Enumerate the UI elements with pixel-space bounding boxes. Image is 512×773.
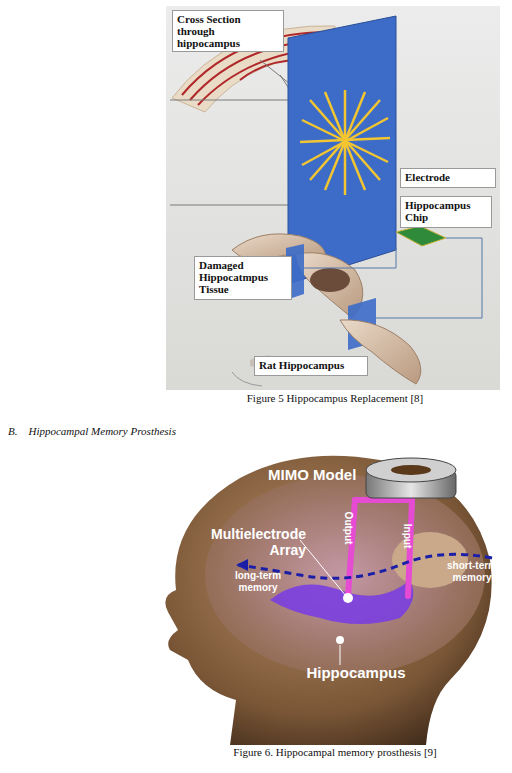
mimo-device-top [366,458,456,482]
chip [396,226,446,246]
signal-label: Output [342,498,354,558]
leader-line [300,540,346,596]
figure-caption: Figure 6. Hippocampal memory prosthesis … [170,746,500,759]
label-box: Hippocampus Chip [400,196,492,228]
damaged-tissue [310,268,350,292]
leader-line [340,645,341,665]
mimo-device-core [391,465,431,475]
box-text: Electrode [405,171,491,183]
chip-wires [304,238,482,318]
box-text: Rat Hippocampus [259,359,363,371]
box-text: Hippocampus Chip [405,199,487,223]
head [165,456,491,745]
label-box: Rat Hippocampus [254,356,368,376]
box-text: Cross Section through hippocampus [177,13,279,49]
part-label: MIMO Model [268,466,368,483]
region-label: short-term memory [440,560,504,584]
section-heading: B. Hippocampal Memory Prosthesis [8,425,308,438]
figure-background [166,6,500,390]
part-label: Multielectrode Array [206,526,306,558]
figure-caption: Figure 5 Hippocampus Replacement [8] [168,392,502,405]
region-label: long-term memory [226,570,290,594]
electrode-point [336,636,344,644]
electrode-array [300,90,390,195]
tubes [348,500,412,596]
signal-label: Input [401,511,413,561]
box-text: Damaged Hippocatmpus Tissue [199,259,287,295]
arrow-head [236,559,248,571]
hippocampus-shape [270,580,413,624]
label-box: Electrode [400,168,496,188]
title-box: Cross Section through hippocampus [172,10,284,52]
part-label: Hippocampus [296,664,416,681]
label-box: Damaged Hippocatmpus Tissue [194,256,292,300]
brain [205,475,485,675]
